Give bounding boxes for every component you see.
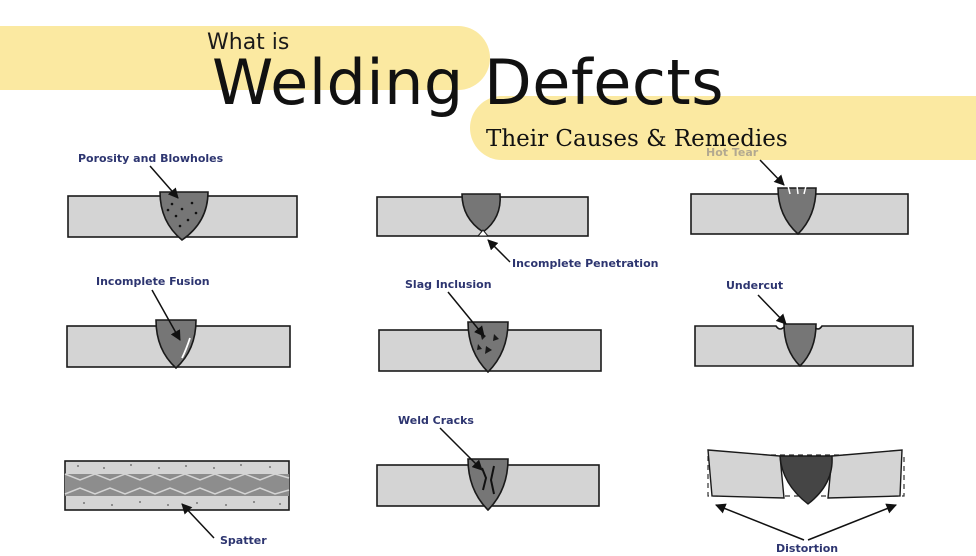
arrow-right [807,503,897,541]
arrow [181,503,215,539]
arrow [151,289,181,341]
weld-bead [779,455,833,505]
incomplete-fusion-panel: Incomplete Fusion [66,275,291,370]
weld-bead [467,458,509,512]
weld-bead [777,187,817,236]
label-spatter: Spatter [220,534,267,547]
surface-cracks [787,185,807,195]
spatter-panel: Spatter [64,460,290,547]
incomplete-penetration-panel: Incomplete Penetration [376,193,658,270]
arrow-left [715,503,805,541]
label-porosity: Porosity and Blowholes [78,152,224,165]
arrow [757,294,787,325]
spatter-dots [77,464,281,506]
page-title: Welding Defects [212,46,725,119]
label-undercut: Undercut [726,279,783,292]
arrow [439,427,483,471]
bead-ripples-top [64,473,290,481]
label-incomplete-penetration: Incomplete Penetration [512,257,658,270]
weld-bead [155,319,197,370]
porosity-dots [166,201,198,228]
plate-right [827,449,903,499]
highlight-band-top [0,26,490,90]
label-distortion: Distortion [776,542,838,555]
plate-left [707,449,785,499]
weld-bead [783,323,817,368]
hot-tear-panel: Hot Tear [690,146,909,236]
crack-lines [481,465,495,495]
label-slag-inclusion: Slag Inclusion [405,278,492,291]
arrow [149,165,179,199]
bead-ripples-bottom [64,487,290,495]
page-subtitle: Their Causes & Remedies [486,126,788,152]
arrow [487,239,511,263]
slag-inclusion-panel: Slag Inclusion [378,278,602,374]
distortion-panel: Distortion [707,449,905,555]
porosity-panel: Porosity and Blowholes [67,152,298,242]
undercut-panel: Undercut [694,279,914,368]
root-gap [476,229,490,237]
label-incomplete-fusion: Incomplete Fusion [96,275,210,288]
weld-cracks-panel: Weld Cracks [376,414,600,512]
lack-of-fusion-line [181,337,191,359]
label-hot-tear: Hot Tear [706,146,759,159]
highlight-band-bottom [470,96,976,160]
arrow [759,159,785,186]
arrow [447,291,485,337]
label-weld-cracks: Weld Cracks [398,414,474,427]
title-kicker: What is [207,30,290,55]
